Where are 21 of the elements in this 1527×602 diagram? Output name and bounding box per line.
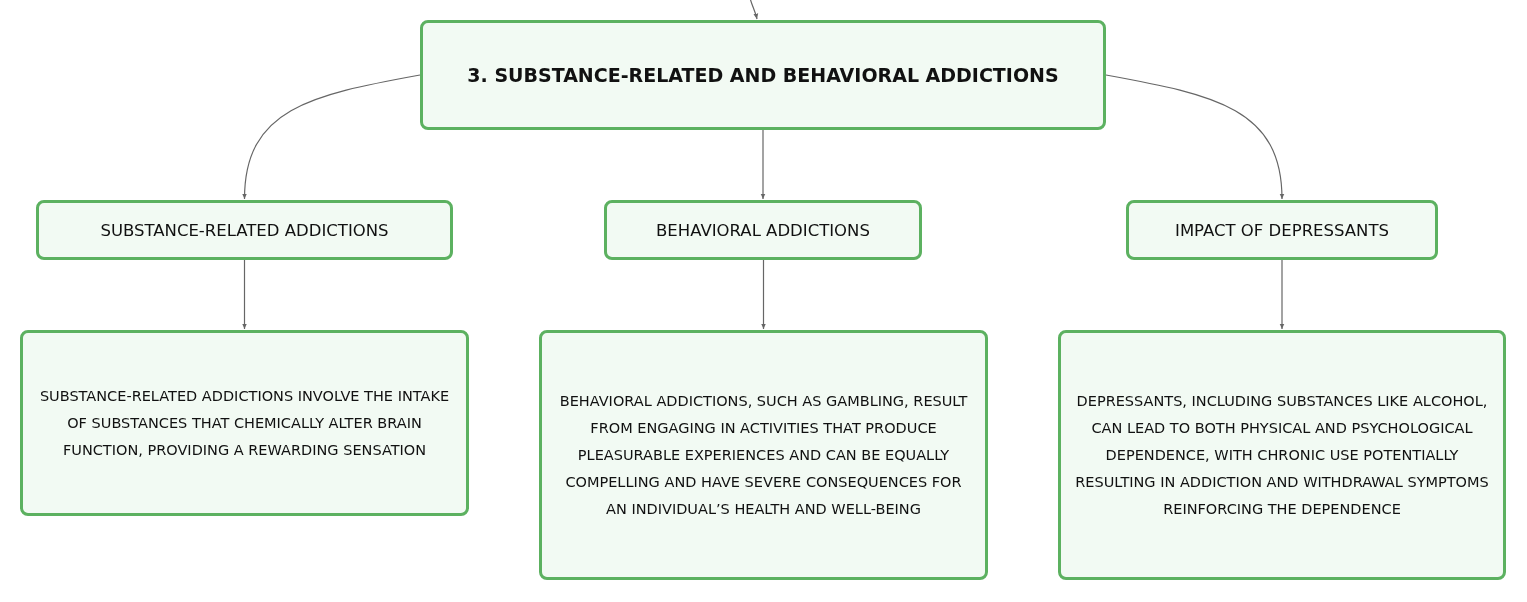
connector-arrow (761, 259, 766, 330)
title-box (420, 20, 1106, 130)
connector-arrow (1105, 74, 1285, 200)
description-text: DEPRESSANTS, INCLUDING SUBSTANCES LIKE ALCOHOL, CAN LEAD TO BOTH PHYSICAL AND PSYCHOLOGICAL DEPENDENCE, WITH CHRONIC USE POTENTIALLY RESULTING IN ADDICTION AND WITHDRAWAL SYMPTOMS REINFORCING THE DEPENDENCE (1074, 391, 1490, 519)
topic-label: IMPACT OF DEPRESSANTS (1175, 220, 1389, 240)
description-box (20, 330, 469, 516)
topic-box (36, 200, 453, 260)
topic-label: BEHAVIORAL ADDICTIONS (656, 220, 870, 240)
description-text: SUBSTANCE-RELATED ADDICTIONS INVOLVE THE INTAKE OF SUBSTANCES THAT CHEMICALLY ALTER BRAIN FUNCTION, PROVIDING A REWARDING SENSATION (38, 386, 451, 460)
description-box (1058, 330, 1506, 580)
connector-arrow (749, 0, 759, 20)
connector-arrow (242, 259, 247, 330)
topic-box (604, 200, 922, 260)
connector-arrow (242, 74, 421, 200)
title-text: 3. SUBSTANCE-RELATED AND BEHAVIORAL ADDICTIONS (467, 64, 1059, 86)
description-box (539, 330, 988, 580)
connector-arrow (760, 129, 766, 200)
connector-arrow (1279, 259, 1285, 330)
topic-box (1126, 200, 1438, 260)
description-text: BEHAVIORAL ADDICTIONS, SUCH AS GAMBLING, RESULT FROM ENGAGING IN ACTIVITIES THAT PRODUCE PLEASURABLE EXPERIENCES AND CAN BE EQUALLY COMPELLING AND HAVE SEVERE CONSEQUENCES FOR AN INDIVIDUAL’S HEALTH AND WELL-BEING (558, 391, 969, 519)
topic-label: SUBSTANCE-RELATED ADDICTIONS (100, 220, 389, 240)
